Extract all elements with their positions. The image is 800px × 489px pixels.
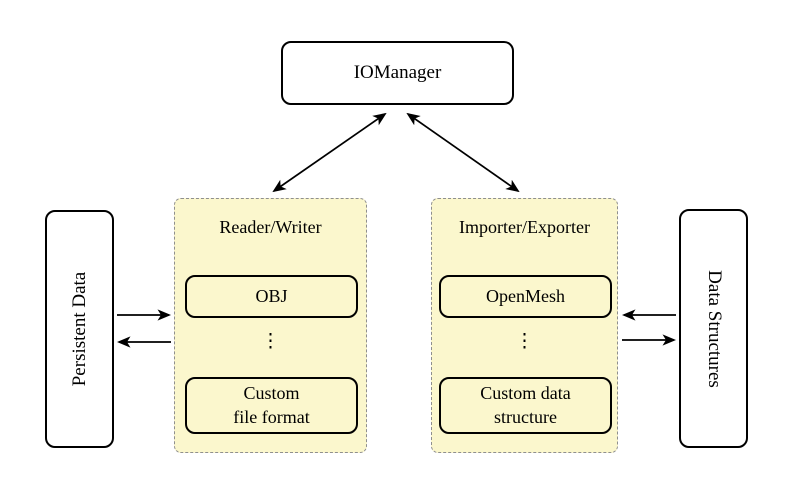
vertical-ellipsis: ⋮ bbox=[515, 331, 534, 352]
iomanager-box: IOManager bbox=[281, 41, 514, 105]
custom-data-structure-box: Custom data structure bbox=[439, 377, 612, 434]
custom-file-format-label: Custom file format bbox=[233, 383, 310, 427]
importer-exporter-title: Importer/Exporter bbox=[459, 217, 590, 237]
custom-data-structure-label: Custom data structure bbox=[480, 383, 571, 427]
reader-writer-panel: Reader/Writer OBJ ⋮ Custom file format bbox=[174, 198, 367, 453]
persistent-data-box: Persistent Data bbox=[45, 210, 114, 448]
openmesh-label: OpenMesh bbox=[486, 285, 565, 306]
arrow-iomanager-reader-writer bbox=[272, 112, 387, 193]
data-structures-label: Data Structures bbox=[703, 269, 725, 388]
data-structures-box: Data Structures bbox=[679, 209, 748, 448]
reader-writer-title: Reader/Writer bbox=[219, 217, 322, 237]
custom-file-format-box: Custom file format bbox=[185, 377, 358, 434]
obj-box: OBJ bbox=[185, 275, 358, 318]
iomanager-label: IOManager bbox=[353, 62, 442, 83]
openmesh-box: OpenMesh bbox=[439, 275, 612, 318]
obj-label: OBJ bbox=[255, 285, 288, 306]
arrow-iomanager-importer-exporter bbox=[406, 112, 520, 193]
importer-exporter-panel: Importer/Exporter OpenMesh ⋮ Custom data… bbox=[431, 198, 618, 453]
vertical-ellipsis: ⋮ bbox=[261, 331, 280, 352]
persistent-data-label: Persistent Data bbox=[68, 271, 90, 387]
